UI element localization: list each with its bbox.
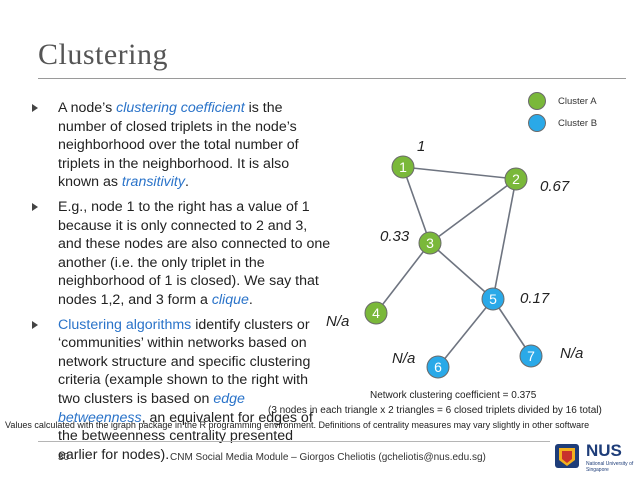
footer-divider (38, 441, 550, 442)
nus-logo-icon (555, 444, 579, 468)
footnote: Values calculated with the igraph packag… (5, 420, 590, 430)
cluster-a-swatch (528, 92, 546, 110)
node-label: 2 (512, 171, 520, 187)
page-number: 30 (58, 452, 70, 463)
edge-1-3 (402, 166, 431, 244)
legend-cluster-a: Cluster A (528, 92, 597, 110)
coefficient-node-6: N/a (392, 350, 416, 367)
bullet-item: A node’s clustering coefficient is the n… (32, 99, 332, 192)
edge-3-5 (429, 242, 494, 300)
network-clustering-coefficient: Network clustering coefficient = 0.375 (370, 390, 537, 401)
node-label: 7 (527, 348, 535, 364)
node-2 (504, 167, 528, 191)
nus-logo-text: NUS (586, 441, 622, 460)
node-label: 5 (489, 291, 497, 307)
coefficient-node-4: N/a (326, 313, 350, 330)
term-transitivity: transitivity (121, 174, 185, 191)
coefficient-node-7: N/a (560, 345, 584, 362)
cluster-b-swatch (528, 114, 546, 132)
edge-3-4 (375, 242, 431, 314)
bullet-list: A node’s clustering coefficient is the n… (32, 99, 332, 470)
term-clustering-coefficient: clustering coefficient (116, 100, 245, 116)
legend-cluster-b: Cluster B (528, 114, 597, 132)
node-label: 6 (434, 359, 442, 375)
bullet-text: E.g., node 1 to the right has a value of… (58, 198, 331, 308)
edge-2-3 (429, 178, 517, 244)
legend-label: Cluster B (558, 117, 598, 129)
node-3 (418, 231, 442, 255)
nus-logo-subtitle: National University of Singapore (586, 461, 634, 473)
graph-edges (375, 166, 532, 368)
edge-5-6 (437, 298, 494, 368)
node-7 (519, 344, 543, 368)
term-edge-betweenness: edge betweenness (58, 390, 245, 426)
edge-2-5 (492, 178, 517, 300)
slide-title: Clustering (38, 38, 168, 71)
graph-nodes (364, 155, 543, 379)
bullet-item: E.g., node 1 to the right has a value of… (32, 198, 332, 310)
bullet-text: A node’s clustering coefficient is the n… (58, 100, 299, 191)
node-label: 1 (399, 159, 407, 175)
bullet-triangle-icon (32, 104, 38, 112)
title-divider (38, 78, 626, 79)
coefficient-node-1: 1 (417, 138, 426, 155)
node-label: 4 (372, 305, 380, 321)
node-4 (364, 301, 388, 325)
coefficient-node-3: 0.33 (380, 228, 410, 245)
coefficient-node-5: 0.17 (520, 290, 550, 307)
coefficient-node-2: 0.67 (540, 178, 570, 195)
term-clustering-algorithms: Clustering algorithms (58, 316, 192, 333)
bullet-triangle-icon (32, 320, 38, 329)
edge-1-2 (402, 166, 517, 180)
node-1 (391, 155, 415, 179)
bullet-text: Clustering algorithms identify clusters … (58, 316, 313, 463)
legend-label: Cluster A (558, 95, 597, 107)
term-clique: clique (211, 291, 249, 308)
bullet-item: Clustering algorithms identify clusters … (32, 316, 332, 465)
bullet-triangle-icon (32, 202, 38, 211)
node-6 (426, 355, 450, 379)
node-label: 3 (426, 235, 434, 251)
node-5 (481, 287, 505, 311)
graph-node-labels: 1 2 3 4 5 6 7 (372, 159, 535, 375)
network-coefficient-detail: (3 nodes in each triangle x 2 triangles … (268, 405, 602, 416)
footer-text: CNM Social Media Module – Giorgos Chelio… (170, 452, 486, 463)
